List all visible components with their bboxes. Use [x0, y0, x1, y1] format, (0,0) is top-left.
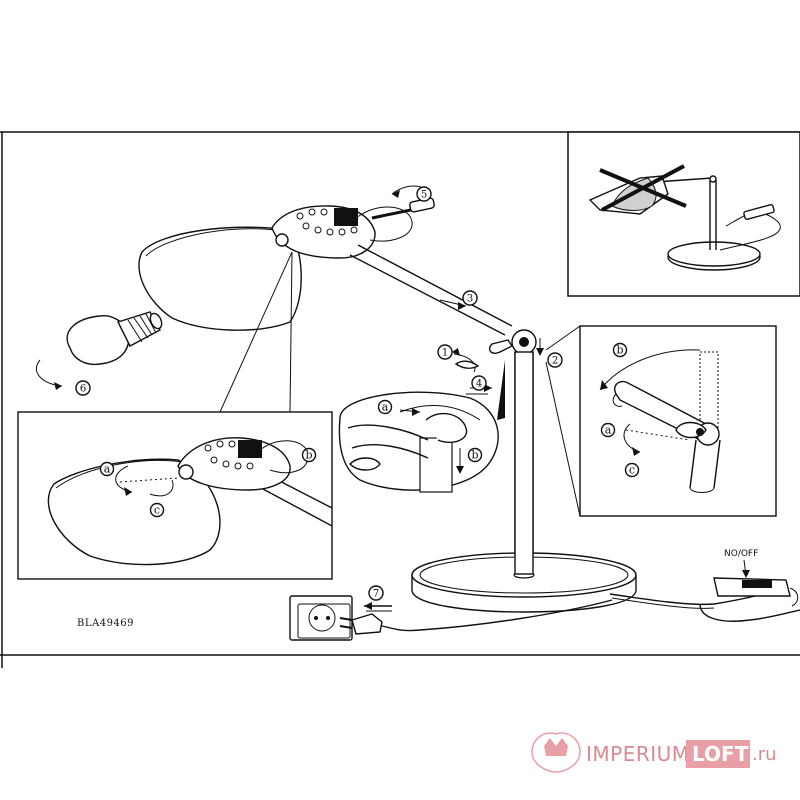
- letter-a-arm: a: [600, 422, 616, 438]
- letter-a-wiring: a: [377, 399, 393, 415]
- model-code: BLA49469: [77, 618, 134, 629]
- letter-b-wiring: b: [467, 447, 483, 463]
- step-3-badge: 3: [462, 290, 478, 306]
- svg-text:a: a: [104, 463, 111, 476]
- step-arrows: [439, 299, 544, 395]
- letter-a-shade: a: [99, 461, 115, 477]
- svg-text:b: b: [616, 344, 623, 357]
- step-5-badge: 5: [416, 186, 432, 202]
- svg-text:c: c: [629, 464, 635, 477]
- step-7-badge: 7: [368, 585, 384, 601]
- letter-c-shade: c: [149, 502, 165, 518]
- step-6-badge: 6: [75, 380, 91, 396]
- inset-shade-detail: [17, 251, 333, 580]
- step-4-badge: 4: [471, 375, 487, 391]
- wall-socket: [289, 595, 392, 641]
- lamp-main: [138, 185, 800, 632]
- step-labels: 1 2 3 4 5 6 7 a: [75, 186, 640, 601]
- svg-text:4: 4: [476, 379, 482, 390]
- svg-text:3: 3: [467, 294, 473, 305]
- step-2-badge: 2: [547, 352, 563, 368]
- svg-text:a: a: [605, 424, 612, 437]
- inset-arm-rotation: [545, 325, 777, 517]
- inline-switch: [713, 559, 799, 607]
- svg-text:1: 1: [442, 348, 448, 359]
- svg-text:6: 6: [80, 384, 86, 395]
- crown-emblem-icon: [531, 732, 581, 773]
- svg-text:c: c: [154, 504, 160, 517]
- terminal-block-icon: [334, 208, 358, 226]
- pivot-knob-icon: [275, 233, 289, 247]
- letter-b-shade: b: [301, 447, 317, 463]
- switch-label: NO/OFF: [724, 549, 758, 559]
- svg-text:2: 2: [552, 356, 558, 367]
- letter-c-arm: c: [624, 462, 640, 478]
- svg-text:5: 5: [421, 190, 427, 201]
- watermark-brand: IMPERIUM: [586, 742, 690, 766]
- letter-b-arm: b: [612, 342, 628, 358]
- svg-text:b: b: [471, 449, 478, 462]
- inset-no-cover: [567, 131, 800, 297]
- watermark-logo: IMPERIUM LOFT .ru: [531, 732, 777, 773]
- svg-text:a: a: [382, 401, 389, 414]
- watermark-highlight: LOFT: [692, 742, 749, 766]
- watermark-tld: .ru: [752, 744, 777, 765]
- wiring-detail-circle: [338, 391, 499, 493]
- step-1-badge: 1: [437, 344, 453, 360]
- bulb-icon: [35, 311, 163, 390]
- svg-text:b: b: [305, 449, 312, 462]
- svg-text:7: 7: [373, 589, 379, 600]
